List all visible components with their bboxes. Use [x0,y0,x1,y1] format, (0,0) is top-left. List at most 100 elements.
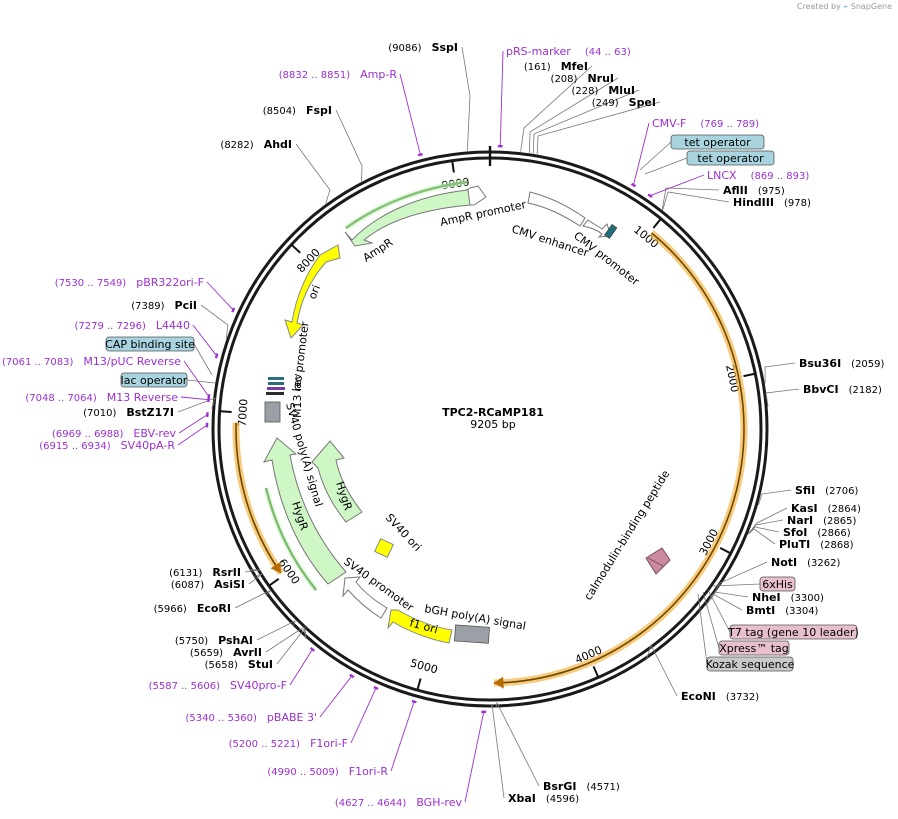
enzyme-label: SfoI(2866) [783,526,851,539]
enzyme-site[interactable]: BsrGI(4571) [495,701,620,793]
primer-leader [649,174,705,197]
credit-brand: SnapGene [850,2,892,11]
enzyme-layer: (9086)SspI (161)MfeI(208)NruI(228)MluI(24… [83,41,884,805]
enzyme-site[interactable]: BbvCI(2182) [765,383,882,407]
primer-name: F1ori-R [349,765,389,778]
primer-site[interactable]: pRS-marker(44 .. 63) [497,45,631,148]
enzyme-position: (5659) [190,648,223,659]
feature-f1-ori: f1 ori [387,609,453,644]
tick-mark [220,410,232,413]
primer-range: (8832 .. 8851) [279,70,351,81]
enzyme-position: (228) [571,86,598,97]
primer-name: pBR322ori-F [136,276,204,289]
primer-site[interactable]: (6915 .. 6934)SV40pA-R [39,422,209,452]
primer-site[interactable]: (4990 .. 5009)F1ori-R [267,699,417,778]
enzyme-site[interactable]: (5750)PshAI [175,620,296,647]
enzyme-position: (3732) [726,692,759,703]
boxed-feature[interactable]: Kozak sequence [697,593,795,672]
primer-label: (7279 .. 7296)L4440 [74,319,190,332]
enzyme-site[interactable]: SfiI(2706) [758,484,859,506]
enzyme-label: BsrGI(4571) [543,780,620,793]
enzyme-site[interactable]: (7389)PciI [131,299,229,339]
enzyme-site[interactable]: AflII(975) [661,184,785,210]
primer-mark [349,673,355,679]
enzyme-site[interactable]: XbaI(4596) [490,703,579,805]
primer-site[interactable]: (5340 .. 5360)pBABE 3' [186,673,355,724]
enzyme-leader [461,46,471,151]
enzyme-site[interactable]: PluTI(2868) [748,528,854,551]
primer-site[interactable]: CMV-F(769 .. 789) [630,117,759,188]
primer-leader [499,50,504,147]
primer-site[interactable]: (5587 .. 5606)SV40pro-F [149,646,316,692]
tick-mark [416,678,422,690]
boxed-feature-box [706,656,794,672]
enzyme-site[interactable]: (5659) AvrII [190,626,307,659]
snapgene-logo-icon: ⌁ [843,2,849,11]
enzyme-label: (228)MluI [571,84,635,97]
boxed-feature-label: Kozak sequence [706,658,795,671]
enzyme-label: (8504)FspI [263,104,332,117]
enzyme-position: (161) [524,62,551,73]
enzyme-label: BbvCI(2182) [803,383,882,396]
enzyme-name: NarI [787,514,813,527]
enzyme-label: NarI (2865) [787,514,857,527]
primer-site[interactable]: (7048 .. 7064)M13 Reverse [25,391,210,404]
enzyme-site[interactable]: (6131)RsrII [169,566,261,579]
enzyme-site[interactable]: (249)SpeI [536,96,661,155]
enzyme-site[interactable]: (161)MfeI [520,60,593,152]
boxed-feature-box [670,134,765,150]
enzyme-name: AvrII [233,646,262,659]
boxed-feature[interactable]: tet operator [644,150,775,175]
primer-range: (7061 .. 7083) [2,357,74,368]
primer-site[interactable]: LNCX(869 .. 893) [647,169,809,198]
enzyme-site[interactable]: (9086)SspI [388,41,471,151]
primer-site[interactable]: (4627 .. 4644)BGH-rev [335,710,487,809]
enzyme-position: (2865) [823,516,856,527]
enzyme-site[interactable]: (8282)AhdI [220,138,331,204]
primer-site[interactable]: (7279 .. 7296)L4440 [74,319,219,359]
enzyme-leader [244,569,261,573]
enzyme-label: (7010)BstZ17I [83,406,174,419]
enzyme-leader [265,626,307,653]
enzyme-site[interactable]: (6087)AsiSI [171,573,263,591]
enzyme-position: (5966) [154,604,187,615]
boxed-feature[interactable]: tet operator [639,134,765,171]
boxed-feature[interactable]: Xpress™ tag [702,591,790,656]
enzyme-site[interactable]: BmtI(3304) [705,593,819,617]
primer-site[interactable]: (6969 .. 6988)EBV-rev [52,412,209,440]
enzyme-label: PluTI(2868) [779,538,854,551]
primer-label: (8832 .. 8851)Amp-R [279,68,398,81]
enzyme-leader [662,191,730,211]
enzyme-site[interactable]: (8504)FspI [263,104,363,182]
primer-leader [350,687,377,744]
enzyme-leader [661,187,720,210]
enzyme-site[interactable]: (228)MluI [532,84,640,154]
boxed-feature-box [718,640,790,656]
enzyme-site[interactable]: (7010)BstZ17I [83,397,216,419]
enzyme-site[interactable]: Bsu36I(2059) [764,357,885,384]
boxed-feature[interactable]: lac operator [120,372,216,388]
enzyme-site[interactable]: NheI(3300) [706,591,824,606]
feature-label-ampr: AmpR [361,236,396,265]
enzyme-label: (208)NruI [551,72,614,85]
enzyme-site[interactable]: (208)NruI [529,72,619,153]
primer-site[interactable]: (8832 .. 8851)Amp-R [279,68,423,157]
enzyme-position: (7010) [83,408,116,419]
boxed-feature-label: lac operator [121,374,188,387]
boxed-feature[interactable]: T7 tag (gene 10 leader) [707,589,859,640]
boxed-feature-leader [697,593,708,665]
boxed-feature[interactable]: CAP binding site [105,336,213,376]
boxed-feature[interactable]: 6xHis [712,576,796,592]
primer-site[interactable]: (7530 .. 7549)pBR322ori-F [55,276,236,313]
tick-label: 7000 [236,398,251,427]
enzyme-site[interactable]: HindIII(978) [662,191,811,211]
tick-mark [291,244,301,254]
boxed-feature-leader [644,157,688,175]
boxed-feature-label: tet operator [697,152,764,165]
enzyme-site[interactable]: (5966)EcoRI [154,589,272,615]
primer-site[interactable]: (5200 .. 5221)F1ori-F [229,685,379,750]
enzyme-site[interactable]: EcoNI(3732) [645,643,759,703]
primer-name: EBV-rev [133,427,176,440]
enzyme-name: BsrGI [543,780,576,793]
enzyme-label: (5658)StuI [205,658,273,671]
